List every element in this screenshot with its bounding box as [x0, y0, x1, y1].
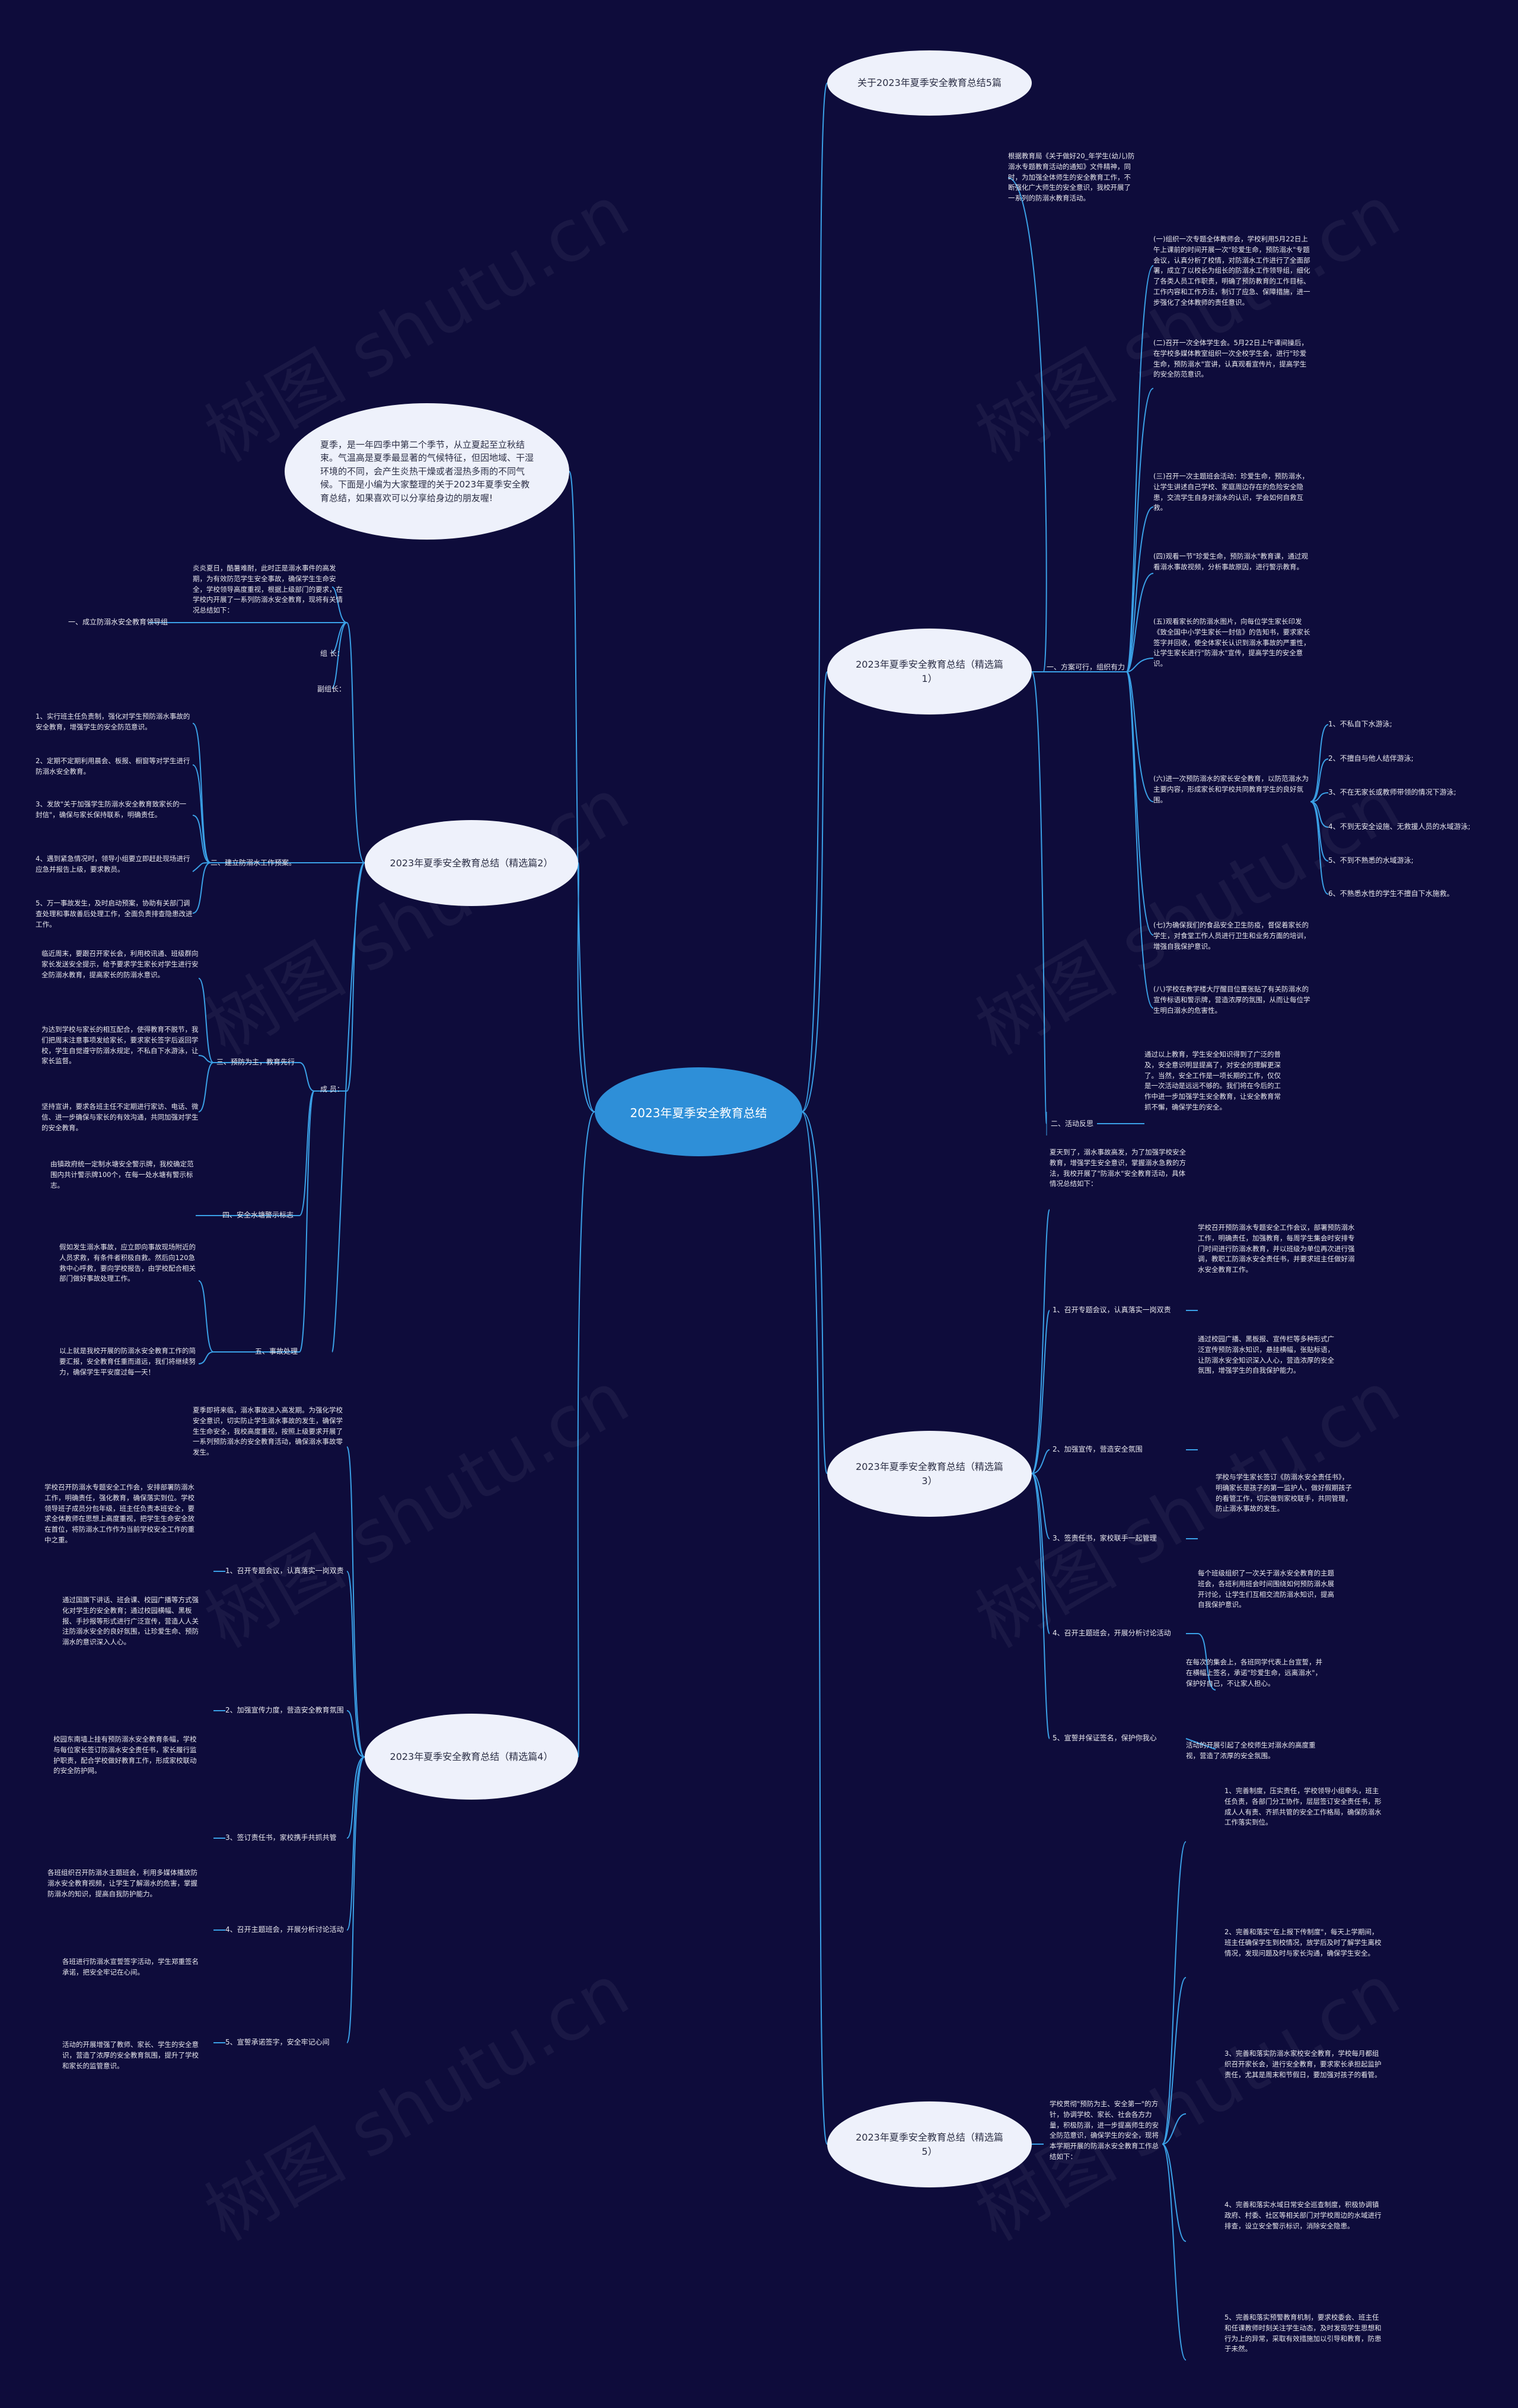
p2-s2-item: 2、定期不定期利用晨会、板报、橱窗等对学生进行防溺水安全教育。	[36, 757, 190, 776]
intro-node[interactable]: 夏季，是一年四季中第二个季节，从立夏起至立秋结束。气温高是夏季最显著的气候特征，…	[285, 403, 569, 540]
p2-s2-item: 3、发放"关于加强学生防溺水安全教育致家长的一封信"，确保与家长保持联系，明确责…	[36, 800, 187, 819]
p4-s2: 2、加强宣传力度，营造安全教育氛围	[225, 1706, 344, 1714]
p1-sub-item: 4、不到无安全设施、无救援人员的水域游泳;	[1328, 822, 1471, 831]
p1-item: (三)召开一次主题班会活动：珍爱生命，预防溺水，让学生讲述自己学校、家庭周边存在…	[1153, 472, 1309, 512]
p4-s4: 4、召开主题班会，开展分析讨论活动	[225, 1925, 344, 1934]
p2-s2-item: 4、遇到紧急情况时，领导小组要立即赶赴现场进行应急并报告上级，要求教员。	[36, 854, 190, 873]
p2-s3: 三、预防为主，教育先行	[216, 1058, 295, 1066]
p1-sub-item: 3、不在无家长或教师带领的情况下游泳;	[1328, 788, 1456, 796]
p3-s4: 4、召开主题班会，开展分析讨论活动	[1053, 1629, 1171, 1637]
p3-s2: 2、加强宣传，营造安全氛围	[1053, 1445, 1143, 1453]
p3-s5: 5、宣誓并保证签名，保护你我心	[1053, 1734, 1157, 1742]
p3-s1: 1、召开专题会议，认真落实一岗双责	[1053, 1306, 1171, 1314]
p2-s3-item: 临近周末，要跟召开家长会，利用校讯通、班级群向家长发送安全提示，给予要求学生家长…	[42, 949, 199, 979]
p2-s4-text: 由镇政府统一定制水塘安全警示牌，我校确定范围内共计警示牌100个，在每一处水塘有…	[50, 1160, 194, 1189]
branch-title[interactable]: 关于2023年夏季安全教育总结5篇	[827, 50, 1032, 116]
p1-item: (一)组织一次专题全体教师会，学校利用5月22日上午上课前的时间开展一次"珍爱生…	[1153, 235, 1310, 307]
p1-item: (六)进一次预防溺水的家长安全教育，以防范溺水为主要内容，形成家长和学校共同教育…	[1153, 774, 1309, 804]
p2-leader: 组 长：	[320, 649, 344, 658]
p5-intro: 学校贯彻"预防为主、安全第一"的方针，协调学校、家长、社会各方力量，积极防溺，进…	[1050, 2100, 1159, 2161]
p2-s5-item: 以上就是我校开展的防溺水安全教育工作的简要汇报，安全教育任重而道远，我们将继续努…	[59, 1347, 196, 1376]
p1-item: (二)召开一次全体学生会。5月22日上午课间操后，在学校多媒体教室组织一次全校学…	[1153, 339, 1308, 379]
p1-reflect: 通过以上教育，学生安全知识得到了广泛的普及，安全意识明显提高了，对安全的理解更深…	[1144, 1050, 1281, 1112]
p1-item: (四)观看一节"珍爱生命，预防溺水"教育课，通过观看溺水事故视频，分析事故原因，…	[1153, 552, 1309, 571]
p3-t1: 学校召开预防溺水专题安全工作会议，部署预防溺水工作，明确责任，加强教育，每周学生…	[1198, 1223, 1355, 1274]
p1-sub-item: 1、不私自下水游泳;	[1328, 720, 1392, 728]
p4-intro: 夏季即将来临，溺水事故进入高发期。为强化学校安全意识，切实防止学生溺水事故的发生…	[193, 1406, 343, 1457]
p3-s3: 3、签责任书，家校联手一起管理	[1053, 1534, 1157, 1542]
branch-p4[interactable]: 2023年夏季安全教育总结（精选篇4）	[365, 1714, 578, 1800]
p1-sub-item: 5、不到不熟悉的水域游泳;	[1328, 856, 1414, 865]
p4-s5: 5、宣誓承诺签字，安全牢记心间	[225, 2038, 330, 2046]
p5-item: 2、完善和落实"在上报下传制度"，每天上学期间，班主任确保学生到校情况，放学后及…	[1224, 1928, 1382, 1957]
p3-t2: 通过校园广播、黑板报、宣传栏等多种形式广泛宣传预防溺水知识，悬挂横幅，张贴标语，…	[1198, 1335, 1334, 1375]
p4-t5: 各班进行防溺水宣誓签字活动，学生郑重签名承诺，把安全牢记在心间。	[62, 1957, 199, 1976]
p1-sec1: 一、方案可行，组织有力	[1047, 663, 1125, 671]
p4-t3: 校园东南墙上挂有预防溺水安全教育条幅，学校与每位家长签订防溺水安全责任书，家长履…	[53, 1735, 197, 1775]
branch-p3[interactable]: 2023年夏季安全教育总结（精选篇3）	[827, 1431, 1032, 1517]
p3-t3: 学校与学生家长签订《防溺水安全责任书》，明确家长是孩子的第一监护人，做好假期孩子…	[1216, 1473, 1352, 1513]
p4-s1: 1、召开专题会议，认真落实一岗双责	[225, 1567, 344, 1575]
p2-intro: 炎炎夏日，酷暑难耐，此时正是溺水事件的高发期，为有效防范学生安全事故，确保学生生…	[193, 564, 343, 615]
p2-deputy: 副组长：	[317, 685, 346, 693]
p1-item: (五)观看家长的防溺水图片，向每位学生家长印发《致全国中小学生家长一封信》的告知…	[1153, 617, 1310, 668]
p5-item: 4、完善和落实水域日常安全巡查制度，积极协调镇政府、村委、社区等相关部门对学校周…	[1224, 2200, 1382, 2230]
p3-t5: 在每次的集会上，各班同学代表上台宣誓，并在横幅上签名，承诺"珍爱生命，远离溺水"…	[1186, 1658, 1322, 1688]
p5-item: 5、完善和落实预警教育机制，要求校委会、班主任和任课教师时刻关注学生动态，及时发…	[1224, 2313, 1382, 2353]
p1-sec2: 二、活动反思	[1051, 1120, 1094, 1128]
p2-s4: 四、安全水塘警示标志	[222, 1211, 294, 1219]
p4-s3: 3、签订责任书，家校携手共抓共管	[225, 1833, 337, 1842]
p2-s2-item: 5、万一事故发生，及时启动预案，协助有关部门调查处理和事故善后处理工作，全面负责…	[36, 899, 193, 929]
p2-s1: 一、成立防溺水安全教育领导组	[68, 618, 168, 626]
branch-p5[interactable]: 2023年夏季安全教育总结（精选篇5）	[827, 2101, 1032, 2187]
p5-item: 3、完善和落实防溺水家校安全教育，学校每月都组织召开家长会，进行安全教育，要求家…	[1224, 2049, 1382, 2079]
p2-s5-item: 假如发生溺水事故，应立即向事故现场附近的人员求救，有条件者积极自救。然后向120…	[59, 1243, 196, 1283]
p4-t2: 通过国旗下讲话、班会课、校园广播等方式强化对学生的安全教育；通过校园横幅、黑板报…	[62, 1596, 199, 1647]
p3-t4: 每个班级组织了一次关于溺水安全教育的主题班会，各班利用班会时间围绕如何预防溺水展…	[1198, 1569, 1334, 1609]
p1-item: (八)学校在教学楼大厅醒目位置张贴了有关防溺水的宣传标语和警示牌，营造浓厚的氛围…	[1153, 985, 1310, 1015]
p3-intro: 夏天到了，溺水事故高发，为了加强学校安全教育，增强学生安全意识，掌握溺水急救的方…	[1050, 1148, 1186, 1188]
p4-t1: 学校召开防溺水专题安全工作会，安排部署防溺水工作，明确责任，强化教育，确保落实到…	[44, 1483, 194, 1545]
p1-item: (七)为确保我们的食品安全卫生防疫，督促着家长的学生，对食堂工作人员进行卫生和业…	[1153, 921, 1310, 951]
center-node[interactable]: 2023年夏季安全教育总结	[595, 1067, 802, 1156]
p1-intro: 根据教育局《关于做好20_年学生(幼儿)防溺水专题教育活动的通知》文件精神，同时…	[1008, 152, 1135, 203]
p1-sub-item: 2、不擅自与他人结伴游泳;	[1328, 754, 1414, 763]
p4-t4: 各班组织召开防溺水主题班会，利用多媒体播放防溺水安全教育视频，让学生了解溺水的危…	[47, 1868, 197, 1898]
branch-p1[interactable]: 2023年夏季安全教育总结（精选篇1）	[827, 629, 1032, 715]
p2-s2-item: 1、实行班主任负责制，强化对学生预防溺水事故的安全教育，增强学生的安全防范意识。	[36, 712, 190, 731]
p2-s3-item: 坚持宣讲，要求各班主任不定期进行家访、电话、微信、进一步确保与家长的有效沟通，共…	[42, 1102, 199, 1132]
p2-s3-item: 为达到学校与家长的相互配合，使得教育不脱节，我们把周末注意事项发给家长，要求家长…	[42, 1025, 199, 1066]
p5-item: 1、完善制度，压实责任，学校领导小组牵头，班主任负责，各部门分工协作，层层签订安…	[1224, 1787, 1382, 1827]
p1-sub-item: 6、不熟悉水性的学生不擅自下水施救。	[1328, 889, 1454, 898]
branch-p2[interactable]: 2023年夏季安全教育总结（精选篇2）	[365, 820, 578, 906]
p2-member: 成 员：	[320, 1085, 344, 1093]
p2-s5: 五、事故处理	[255, 1347, 298, 1356]
p4-t6: 活动的开展增强了教师、家长、学生的安全意识，营造了浓厚的安全教育氛围，提升了学校…	[62, 2040, 199, 2070]
p3-t6: 活动的开展引起了全校师生对溺水的高度重视，营造了浓厚的安全氛围。	[1186, 1741, 1316, 1760]
p2-s2: 二、建立防溺水工作预案。	[211, 859, 296, 867]
